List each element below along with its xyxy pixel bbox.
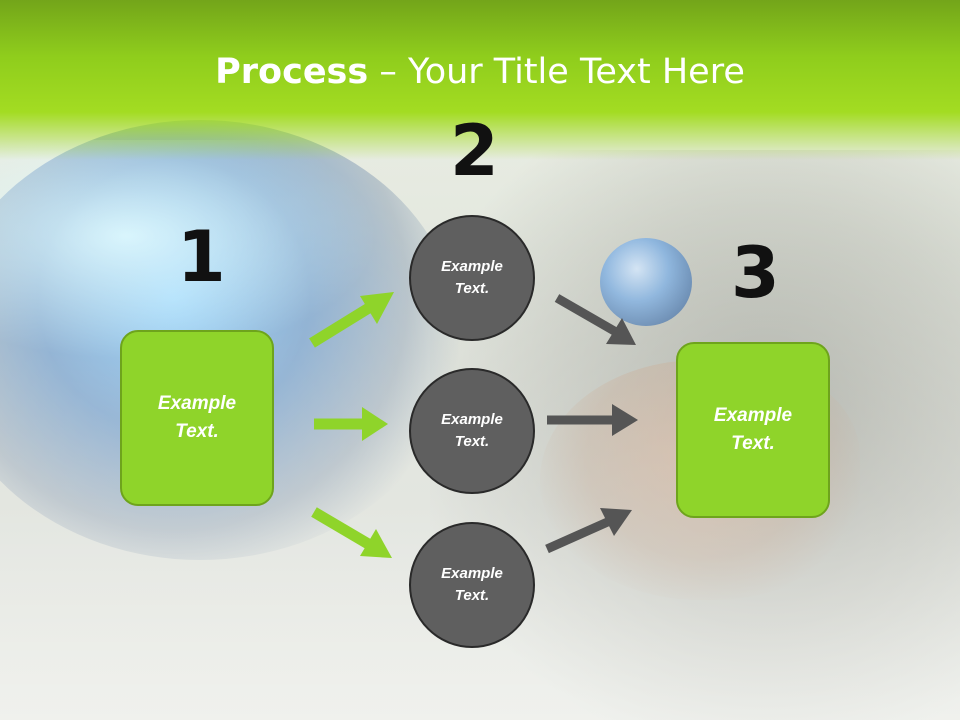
title-bold: Process — [215, 52, 369, 92]
dark-arrow-up — [545, 508, 632, 554]
dark-arrow-middle — [547, 404, 638, 436]
process-circle-2[interactable]: Example Text. — [409, 368, 535, 494]
green-arrow-middle — [314, 407, 388, 441]
step-box-3-text: Example Text. — [713, 404, 793, 455]
process-circle-1-text: Example Text. — [441, 257, 503, 298]
step-number-2: 2 — [450, 110, 499, 192]
step-box-3[interactable]: Example Text. — [676, 342, 830, 518]
process-circle-2-text: Example Text. — [441, 410, 503, 451]
step-number-3: 3 — [731, 232, 780, 314]
slide-title: Process – Your Title Text Here — [0, 52, 960, 92]
dark-arrow-down — [554, 294, 636, 345]
step-box-1-text: Example Text. — [157, 392, 237, 443]
step-box-1[interactable]: Example Text. — [120, 330, 274, 506]
process-circle-3[interactable]: Example Text. — [409, 522, 535, 648]
green-arrow-up — [309, 292, 394, 348]
green-arrow-down — [311, 507, 392, 558]
title-rest: – Your Title Text Here — [368, 52, 745, 92]
step-number-1: 1 — [177, 216, 226, 298]
title-band — [0, 0, 960, 160]
process-circle-1[interactable]: Example Text. — [409, 215, 535, 341]
process-circle-3-text: Example Text. — [441, 564, 503, 605]
background-globe — [600, 238, 692, 326]
